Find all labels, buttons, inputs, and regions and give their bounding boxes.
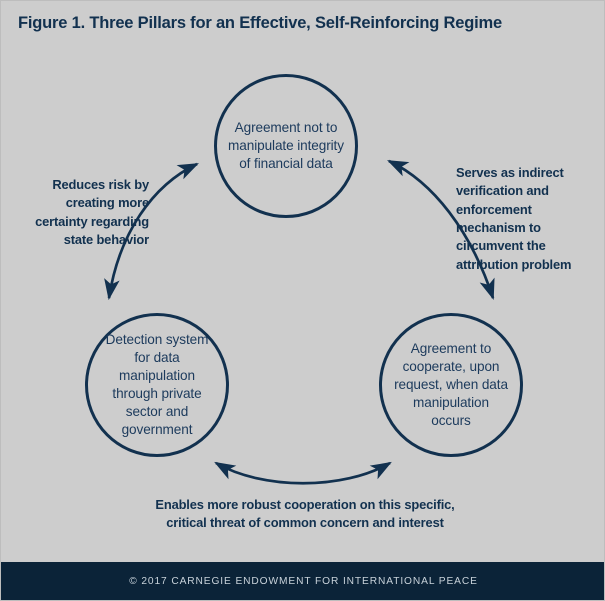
arrow-agreement-integrity-to-cooperate [387, 159, 495, 301]
figure-title: Figure 1. Three Pillars for an Effective… [18, 14, 502, 32]
footer-bar: © 2017 CARNEGIE ENDOWMENT FOR INTERNATIO… [1, 562, 604, 600]
node-agreement-integrity-label: Agreement not to manipulate integrity of… [228, 120, 344, 171]
node-detection-system-label: Detection system for data manipulation t… [105, 332, 209, 437]
arrow-detection-to-cooperate [214, 461, 392, 485]
connector-label-bottom: Enables more robust cooperation on this … [155, 497, 455, 531]
connector-label-right: Serves as indirect verification and enfo… [456, 165, 572, 272]
connector-label-left: Reduces risk by creating more certainty … [35, 177, 149, 247]
node-detection-system: Detection system for data manipulation t… [85, 313, 229, 457]
node-agreement-cooperate-label: Agreement to cooperate, upon request, wh… [394, 341, 508, 428]
node-agreement-integrity: Agreement not to manipulate integrity of… [214, 74, 358, 218]
copyright-text: © 2017 CARNEGIE ENDOWMENT FOR INTERNATIO… [129, 575, 478, 587]
arrow-detection-to-agreement-integrity [104, 162, 199, 301]
node-agreement-cooperate: Agreement to cooperate, upon request, wh… [379, 313, 523, 457]
